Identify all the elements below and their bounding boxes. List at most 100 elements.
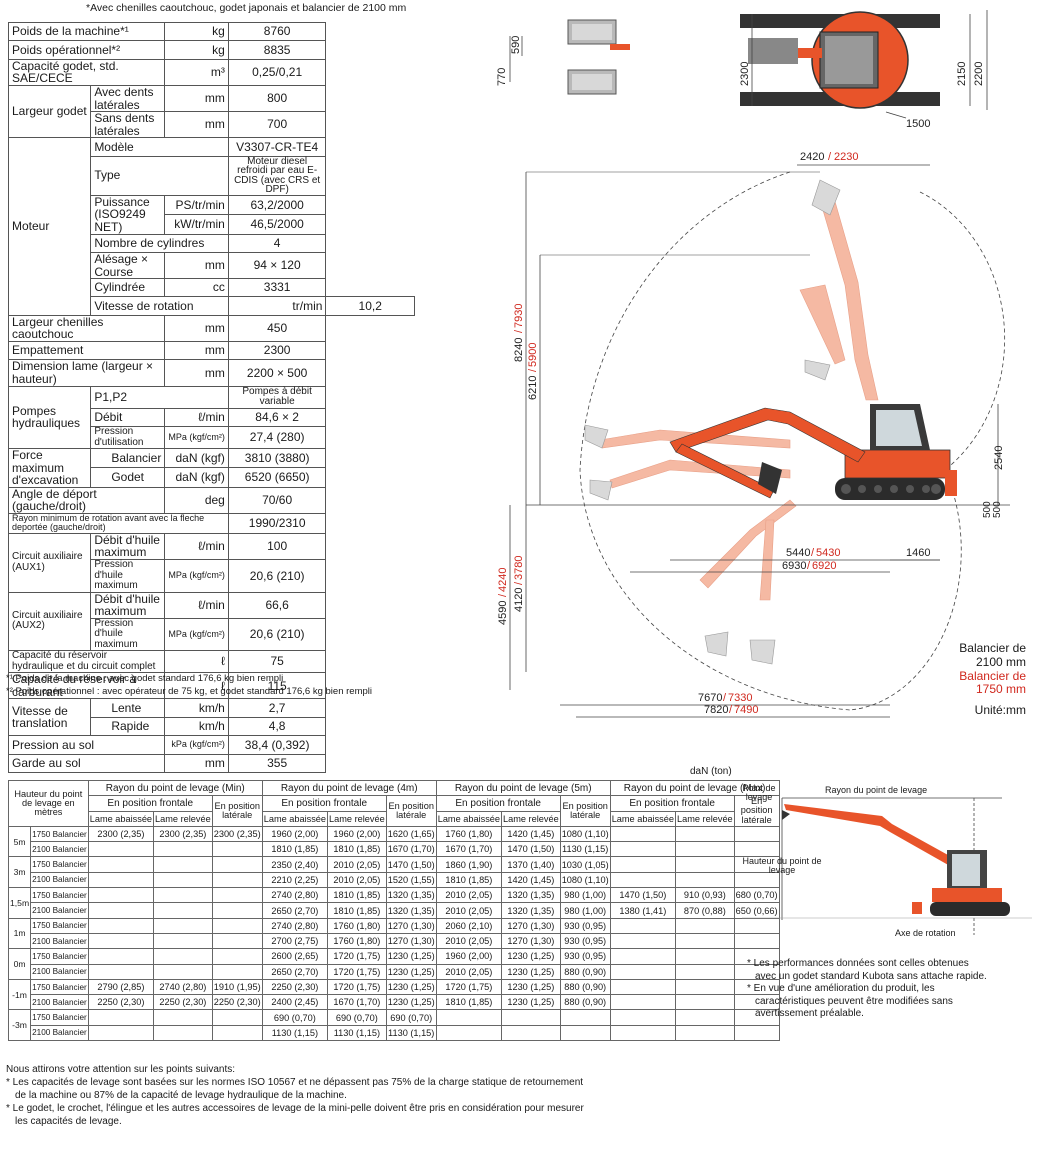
capacity-cell: 2010 (2,05) [435,902,503,919]
capacity-cell [211,841,263,858]
capacity-cell [609,825,677,843]
value: 100 [227,532,327,561]
svg-text:/: / [723,692,727,704]
capacity-cell: 870 (0,88) [675,902,735,919]
value: 63,2/2000 [227,194,327,216]
capacity-cell: 1230 (1,25) [385,948,437,965]
sublabel: Débit d'huile maximum [90,532,166,561]
note-line: * En vue d'une amélioration du produit, … [747,983,935,994]
label: Garde au sol [7,753,166,774]
value: Moteur diesel refroidi par eau E-CDIS (a… [227,155,327,196]
relevee-header: Lame relevée [501,810,561,827]
capacity-cell: 1960 (2,00) [327,825,387,843]
excavator-dimension-drawing: 770 590 2300 2150 2200 1500 [496,10,1010,718]
label: Poids de la machine*¹ [7,21,166,42]
note-line: caractéristiques peuvent être modifiées … [755,995,953,1007]
capacity-cell: 1080 (1,10) [559,871,611,889]
table-row: Cylindrée cc 3331 [9,278,415,298]
label: Moteur [7,137,92,316]
capacity-cell: 2010 (2,05) [435,963,503,980]
table-row: Empattement mm 2300 [7,341,415,361]
capacity-cell: 1670 (1,70) [435,841,503,858]
label: Largeur godet [7,84,92,139]
capacity-cell [211,963,263,980]
dim-4120: 4120 [513,588,525,612]
value: 0,25/0,21 [227,58,327,86]
capacity-cell: 2010 (2,05) [435,887,503,904]
capacity-cell: 1320 (1,35) [385,902,437,919]
footnote-2: *² Poids opérationnel : avec opérateur d… [6,686,372,697]
dim-2420: 2420 [800,151,824,163]
side-view-machine [669,404,957,500]
value: 3810 (3880) [227,448,327,469]
unit: daN (kgf) [164,467,229,488]
value: 84,6 × 2 [227,407,327,428]
relevee-header: Lame relevée [675,810,735,827]
group-header: Rayon du point de levage (5m) [435,779,611,797]
svg-text:/: / [729,704,733,716]
arm-cell: 2100 Balancier [30,932,89,950]
table-row: Moteur Modèle V3307-CR-TE4 [7,137,415,316]
value: 27,4 (280) [227,426,327,450]
capacity-cell: 1230 (1,25) [501,963,561,980]
side-notes: * Les performances données sont celles o… [747,958,1007,1021]
dim-3780: 3780 [513,556,525,580]
capacity-cell [733,1024,780,1042]
capacity-cell: 1230 (1,25) [385,994,437,1011]
capacity-cell [87,917,155,934]
capacity-cell: 880 (0,90) [559,994,611,1011]
dim-8240: 8240 [513,338,525,362]
dim-7490: 7490 [734,704,758,716]
capacity-cell: 1370 (1,40) [501,856,561,873]
value: 20,6 (210) [227,559,327,593]
label: Capacité du réservoir à carburant [7,672,166,700]
capacity-cell [675,841,735,858]
height-cell: 1m [7,917,32,950]
capacity-cell: 1810 (1,85) [327,887,387,904]
legend-arm-length: Balancier de 2100 mm Balancier de 1750 m… [959,641,1026,718]
value: 4,8 [227,716,327,737]
height-cell: 5m [7,825,32,858]
capacity-cell: 1230 (1,25) [501,948,561,965]
capacity-cell: 2010 (2,05) [327,856,387,873]
dim-770: 770 [496,68,508,86]
capacity-cell: 980 (1,00) [559,887,611,904]
arm-cell: 1750 Balancier [30,948,89,965]
diagram-hauteur-label: Hauteur du point de levage [742,856,822,876]
arm-cell: 1750 Balancier [30,887,89,904]
table-row: Rayon minimum de rotation avant avec la … [8,513,415,534]
value: 6520 (6650) [227,467,327,488]
capacity-cell: 1380 (1,41) [609,902,677,919]
capacity-cell [211,1009,263,1026]
capacity-cell: 880 (0,90) [559,978,611,996]
arm-cell: 2100 Balancier [30,902,89,919]
capacity-cell: 2650 (2,70) [261,963,329,980]
unit: mm [164,753,229,774]
capacity-cell: 980 (1,00) [559,902,611,919]
capacity-cell: 1420 (1,45) [501,871,561,889]
value: 450 [227,314,327,343]
value: 1990/2310 [227,513,327,534]
capacity-cell [153,1009,213,1026]
sublabel: Alésage × Course [90,251,166,280]
table-row: Vitesse de rotation tr/min 10,2 [9,296,415,316]
legend-line-red: Balancier de [959,668,1026,683]
capacity-cell [87,1024,155,1042]
legend-line: Balancier de [959,641,1026,655]
arm-cell: 1750 Balancier [30,1009,89,1026]
unit: km/h [164,698,229,718]
diagram-rayon-label: Rayon du point de levage [825,785,928,795]
capacity-cell: 1270 (1,30) [385,917,437,934]
unit: PS/tr/min [164,194,229,216]
capacity-cell [153,932,213,950]
table-row: Type Moteur diesel refroidi par eau E-CD… [9,155,415,196]
table-row: Alésage × Course mm 94 × 120 [9,251,415,280]
capacity-cell: 2010 (2,05) [435,932,503,950]
value: 20,6 (210) [227,617,327,652]
frontale-header: En position frontale [609,795,735,812]
attention-notes: Nous attirons votre attention sur les po… [6,1063,666,1128]
